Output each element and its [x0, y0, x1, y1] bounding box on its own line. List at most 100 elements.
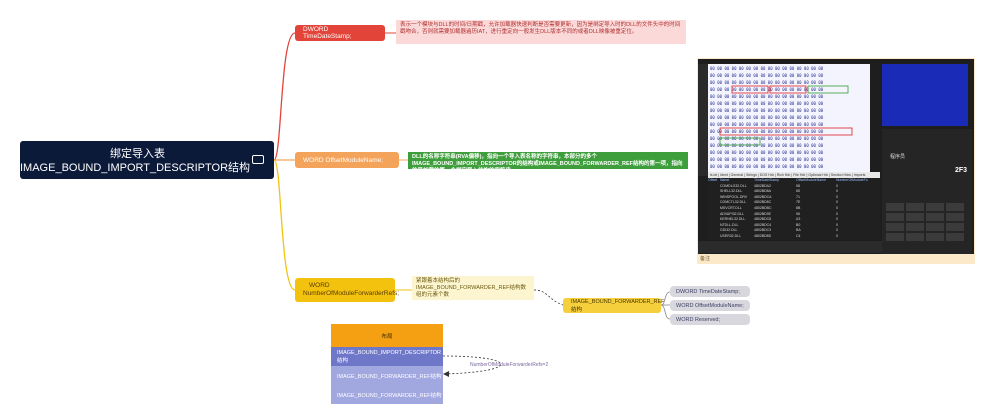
link-icon[interactable] [252, 155, 264, 164]
pe-table-cell: 0 [836, 183, 838, 188]
calc-key[interactable] [906, 213, 924, 221]
calc-key[interactable] [906, 203, 924, 211]
pe-table-cell: 4802BDBC [754, 206, 772, 210]
calc-key[interactable] [886, 203, 904, 211]
note-offsetmodulename: DLL的名称字符串(RVA偏移)，指向一个导入表名称的字符串，本部分的多个IMA… [408, 152, 688, 174]
hex-highlights [719, 85, 853, 146]
pe-table-cell: 4802BD8C [754, 200, 772, 205]
pe-tab-bar[interactable]: ls.txt | Ident | General | Strings | DOS… [708, 172, 880, 178]
hex-line: 00 00 00 00 00 00 00 00 00 00 00 00 00 0… [710, 157, 824, 162]
root-title-cn: 绑定导入表 [110, 148, 165, 160]
pe-table-cell: TimeDateStamp [754, 178, 780, 182]
hex-line: 00 00 00 00 00 00 00 00 00 00 00 00 00 0… [710, 94, 824, 99]
calc-key[interactable] [926, 223, 944, 231]
field-forwarderrefs[interactable]: WORD NumberOfModuleForwarderRefs; [295, 278, 399, 302]
field-offsetmodulename[interactable]: WORD OffsetModuleName; [295, 152, 399, 168]
pe-table-cell: 4802BDC3 [754, 228, 772, 233]
pe-table-cell: 0 [836, 194, 838, 199]
pe-table-cell: 8B [796, 206, 801, 210]
pe-table-cell: 0 [836, 222, 838, 227]
ascii-view [882, 64, 968, 126]
pe-table-cell: 65 [796, 189, 800, 194]
calc-display: 2F3 [954, 167, 967, 174]
hex-line: 00 00 00 00 00 00 00 00 00 00 00 00 00 0… [710, 80, 824, 85]
root-title-en: IMAGE_BOUND_IMPORT_DESCRIPTOR结构 [20, 162, 251, 174]
note-forwarderrefs: 紧跟着本结构后的IMAGE_BOUND_FORWARDER_REF结构数组的元素… [412, 276, 534, 300]
calc-key[interactable] [946, 233, 964, 241]
calc-key[interactable] [926, 203, 944, 211]
taskbar [698, 241, 882, 253]
pe-table-cell: COMDLG32.DLL [720, 183, 747, 188]
calc-key[interactable] [926, 213, 944, 221]
pe-table-cell: 4802BDA2 [754, 183, 771, 188]
hex-line: 00 00 00 00 00 00 00 00 00 00 00 00 00 0… [710, 122, 824, 127]
edge-root-timestamp [273, 32, 296, 161]
pe-table-cell: 4802BDC8 [754, 217, 772, 222]
calc-key[interactable] [886, 223, 904, 231]
pe-table-cell: 0 [836, 206, 838, 210]
hex-line: 00 00 00 00 00 00 00 00 00 00 00 00 00 0… [710, 143, 824, 148]
hex-line: 00 00 00 00 00 00 00 00 00 00 00 00 00 0… [710, 66, 824, 71]
calc-key[interactable] [946, 203, 964, 211]
pe-table-cell: Name [720, 178, 730, 182]
edge-label: NumberOfModuleForwarderRefs=2 [470, 362, 549, 368]
field-timedatestamp-label: DWORD TimeDateStamp; [303, 26, 352, 40]
field-forwarderrefs-type: WORD [309, 282, 330, 289]
calc-key[interactable] [946, 223, 964, 231]
pe-table-cell: 7E [796, 200, 801, 205]
hex-line: 00 00 00 00 00 00 00 00 00 00 00 00 00 0… [710, 164, 824, 169]
pe-table-cell: MSVCRT.DLL [720, 206, 742, 210]
pe-table-cell: 0 [836, 217, 838, 222]
pe-table-cell: NumberOfModuleFo [836, 178, 868, 182]
calc-key[interactable] [926, 233, 944, 241]
hex-line: 00 00 00 00 00 00 00 00 00 00 00 00 00 0… [710, 129, 824, 134]
calc-title: 程序员 [890, 154, 906, 160]
calc-key[interactable] [886, 213, 904, 221]
root-node[interactable]: 绑定导入表 IMAGE_BOUND_IMPORT_DESCRIPTOR结构 [20, 141, 274, 179]
forwarder-member-reserved[interactable]: WORD Reserved; [670, 314, 750, 325]
field-offsetmodulename-label: WORD OffsetModuleName; [303, 156, 384, 164]
forwarder-ref-node[interactable]: IMAGE_BOUND_FORWARDER_REF结构 [563, 298, 665, 313]
screenshot-window: 00 00 00 00 00 00 00 00 00 00 00 00 00 0… [698, 59, 974, 254]
hex-line: 00 00 00 00 00 00 00 00 00 00 00 00 00 0… [710, 73, 824, 78]
pe-table-row[interactable]: MSVCRT.DLL 4802BDBC 8B 0 [708, 206, 880, 212]
calc-key[interactable] [886, 233, 904, 241]
calc-key[interactable] [906, 233, 924, 241]
hex-line: 00 00 00 00 00 00 00 00 00 00 00 00 00 0… [710, 150, 824, 155]
forwarder-member-label: WORD Reserved; [676, 316, 721, 323]
pe-table-cell: COMCTL32.DLL [720, 200, 747, 205]
line-gutter [698, 64, 708, 176]
calc-key[interactable] [946, 213, 964, 221]
calc-key[interactable] [906, 223, 924, 231]
forwarder-member-timestamp[interactable]: DWORD TimeDateStamp; [670, 286, 750, 297]
pe-table-cell: NTDLL.DLL [720, 222, 739, 227]
field-timedatestamp[interactable]: DWORD TimeDateStamp; [295, 25, 385, 41]
screenshot-caption: 备注 [700, 256, 711, 262]
pe-table-cell: 0 [836, 211, 838, 216]
forwarder-member-label: WORD OffsetModuleName; [676, 302, 744, 309]
pe-table-cell: 4802BD8D [754, 234, 772, 238]
pe-table-cell: 0 [836, 234, 838, 238]
pe-table-cell: 0 [836, 189, 838, 194]
pe-table-cell: WINSPOOL.DRV [720, 194, 748, 199]
edge-note-forwarder [533, 289, 564, 306]
forwarder-member-offsetname[interactable]: WORD OffsetModuleName; [670, 300, 750, 311]
hex-line: 00 00 00 00 00 00 00 00 00 00 00 00 00 0… [710, 136, 824, 141]
arrowhead [443, 371, 449, 377]
layout-table-header: 布局 [331, 324, 443, 347]
layout-row-descriptor: IMAGE_BOUND_IMPORT_DESCRIPTOR结构 [331, 347, 443, 366]
pe-table-cell: 4802BD9E [754, 211, 771, 216]
hex-line: 00 00 00 00 00 00 00 00 00 00 00 00 00 0… [710, 108, 824, 113]
note-timedatestamp: 表示一个模块与DLL的时间/日期戳，允许加载器快速判断是否需要更新，因为是绑定导… [396, 20, 686, 44]
pe-table-cell: Offset [708, 178, 718, 182]
pe-table-cell: 4802BD8A [754, 189, 771, 194]
